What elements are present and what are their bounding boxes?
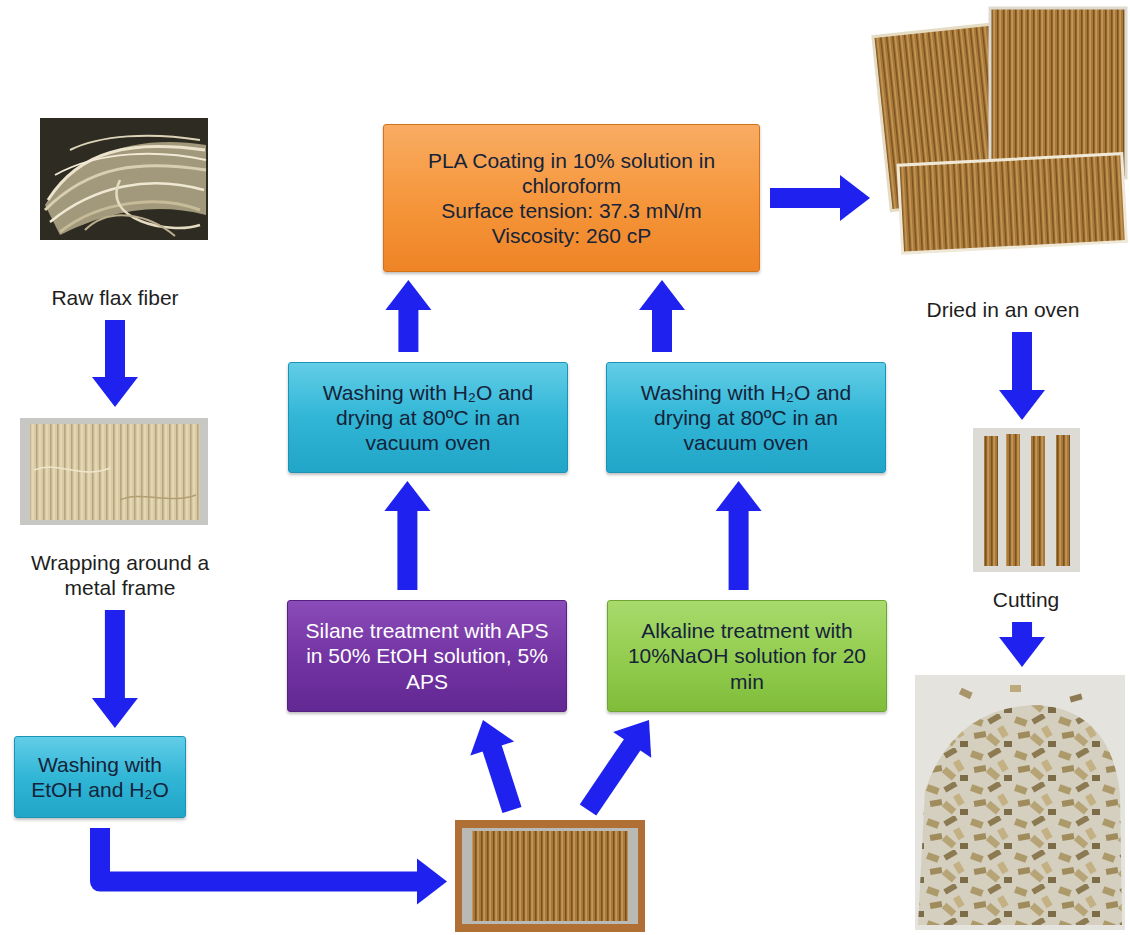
arrow-shaft xyxy=(729,510,749,590)
flow-arrow xyxy=(999,332,1045,420)
flow-arrow xyxy=(588,720,651,810)
arrow-shaft xyxy=(1012,332,1032,391)
fiber-strip xyxy=(1006,434,1020,566)
photo-caption: Raw flax fiber xyxy=(51,285,178,310)
fiber-strand xyxy=(116,180,200,228)
wrapped-fibers xyxy=(472,831,628,921)
arrow-head xyxy=(716,481,762,511)
process-box: Alkaline treatment with 10%NaOH solution… xyxy=(607,600,887,712)
flow-arrow xyxy=(770,175,870,221)
box-text: Viscosity: 260 cP xyxy=(492,223,652,248)
pellet-pile xyxy=(918,705,1122,925)
flow-arrow xyxy=(716,481,762,590)
arrow-head xyxy=(840,175,870,221)
arrow-head xyxy=(417,859,447,905)
arrow-shaft xyxy=(100,828,418,882)
arrow-head xyxy=(92,698,138,728)
arrow-head xyxy=(92,377,138,407)
fiber-strand xyxy=(70,136,200,150)
photo-ground xyxy=(915,675,1125,930)
arrow-shaft xyxy=(105,610,125,699)
flow-arrow xyxy=(470,720,514,810)
photo-caption: Dried in an oven xyxy=(927,297,1080,322)
raw-flax-photo xyxy=(40,118,208,240)
arrow-shaft xyxy=(398,309,418,352)
wrapped-fibers xyxy=(30,424,200,520)
process-box: PLA Coating in 10% solution in chlorofor… xyxy=(383,124,760,272)
metal-frame xyxy=(20,418,208,525)
process-box: Silane treatment with APS in 50% EtOH so… xyxy=(287,600,567,712)
fiber-strand xyxy=(55,154,206,175)
arrow-shaft xyxy=(588,744,633,810)
arrow-shaft xyxy=(770,188,841,208)
stray-fiber xyxy=(34,467,110,472)
box-text: Surface tension: 37.3 mN/m xyxy=(441,198,701,223)
tray xyxy=(455,820,645,932)
photo-panel xyxy=(915,675,1125,930)
pellet xyxy=(1010,685,1021,692)
pellet xyxy=(1069,694,1082,703)
fiber-strip xyxy=(1056,435,1070,566)
box-text: Washing with H₂O and drying at 80ºC in a… xyxy=(619,380,873,456)
wrapped-frame-photo xyxy=(20,418,208,525)
box-text: Washing with H₂O and drying at 80ºC in a… xyxy=(301,380,555,456)
metal-frame xyxy=(462,828,638,924)
photo-panel: Raw flax fiber xyxy=(20,115,210,310)
box-text: Silane treatment with APS in 50% EtOH so… xyxy=(300,618,554,694)
fiber-strip xyxy=(1031,436,1045,566)
fiber-strand xyxy=(85,215,175,236)
arrow-shaft xyxy=(1012,622,1032,638)
arrow-head xyxy=(384,481,430,511)
arrow-head xyxy=(470,720,514,756)
fiber-strip xyxy=(984,436,998,566)
photo-caption: Cutting xyxy=(993,587,1060,612)
photo-panel: Dried in an oven xyxy=(878,5,1128,322)
arrow-shaft xyxy=(105,320,125,378)
process-box: Washing with H₂O and drying at 80ºC in a… xyxy=(606,362,886,473)
frame-in-tray-photo xyxy=(455,820,645,932)
arrow-head xyxy=(613,720,651,758)
arrow-head xyxy=(639,280,685,310)
flow-arrow xyxy=(92,320,138,407)
stray-fiber xyxy=(120,495,196,500)
arrow-shaft xyxy=(492,748,512,810)
arrow-head xyxy=(999,390,1045,420)
fiber-bundle xyxy=(45,142,206,235)
coated-mat xyxy=(990,8,1126,178)
flow-arrow xyxy=(92,610,138,728)
coated-mat xyxy=(898,154,1126,254)
box-text: PLA Coating in 10% solution in chlorofor… xyxy=(396,148,747,198)
arrow-head xyxy=(999,637,1045,667)
box-text: Alkaline treatment with 10%NaOH solution… xyxy=(620,618,874,694)
photo-ground xyxy=(40,118,208,240)
pellet xyxy=(959,688,973,699)
arrow-shaft xyxy=(652,309,672,352)
box-text: Washing with EtOH and H₂O xyxy=(27,752,173,802)
process-box: Washing with H₂O and drying at 80ºC in a… xyxy=(288,362,568,473)
flow-arrow xyxy=(999,622,1045,667)
arrow-shaft xyxy=(397,510,417,590)
pellets-photo xyxy=(915,675,1125,930)
dried-mats-photo xyxy=(873,8,1126,253)
photo-caption: Wrapping around a metal frame xyxy=(6,550,234,600)
arrow-head xyxy=(385,280,431,310)
fiber-strand xyxy=(48,147,205,200)
flow-arrow xyxy=(385,280,431,352)
photo-panel: Cutting xyxy=(960,428,1092,612)
photo-panel xyxy=(455,820,645,932)
process-box: Washing with EtOH and H₂O xyxy=(14,736,186,818)
flow-arrow xyxy=(100,828,447,905)
photo-ground xyxy=(973,428,1080,572)
photo-panel: Wrapping around a metal frame xyxy=(4,415,236,600)
flow-arrow xyxy=(384,481,430,590)
flow-arrow xyxy=(639,280,685,352)
cut-strips-photo xyxy=(973,428,1080,572)
